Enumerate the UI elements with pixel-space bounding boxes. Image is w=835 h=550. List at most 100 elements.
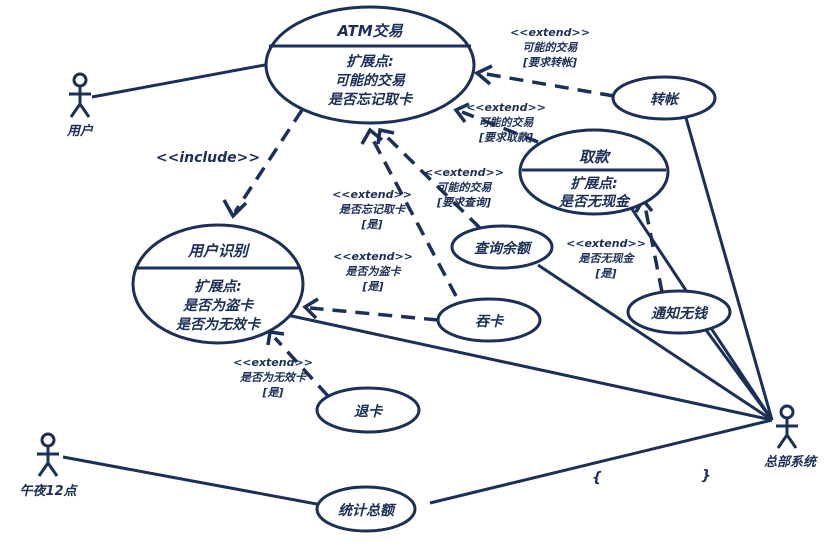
- actor-midnight-figure: [37, 432, 59, 477]
- usecase-withdraw: 取款 扩展点: 是否无现金: [518, 128, 670, 216]
- dependencies: [222, 64, 664, 398]
- actor-user-figure: [69, 72, 91, 118]
- extend-arrowhead-withdraw: [453, 102, 470, 124]
- assoc-hq-notify: [704, 329, 774, 421]
- usecase-user-identify: 用户识别 扩展点: 是否为盗卡 是否为无效卡: [131, 223, 305, 345]
- actor-hq-system: 总部系统: [764, 404, 818, 470]
- usecase-notify-no-cash: 通知无钱: [626, 289, 732, 335]
- extend-query-stereotype: <<extend>>: [424, 166, 504, 179]
- usecase-notify-ellipse: [626, 289, 732, 335]
- usecase-eject-ellipse: [315, 386, 421, 434]
- usecase-transfer-label: 转帐: [650, 91, 680, 108]
- usecase-identify-line3: 是否为无效卡: [175, 316, 262, 333]
- usecase-swallow-ellipse: [436, 297, 542, 343]
- include-line: [233, 109, 304, 213]
- actor-midnight-leg-right: [46, 462, 59, 477]
- actor-hq-leg-left: [776, 434, 789, 449]
- usecase-identify-ellipse: [131, 223, 305, 345]
- extend-nocash-stereotype: <<extend>>: [566, 237, 646, 250]
- extend-invalid-line1: 是否为无效卡: [239, 371, 308, 384]
- extend-transfer-line2: [要求转帐]: [522, 56, 577, 69]
- extend-stolen-stereotype: <<extend>>: [333, 250, 413, 263]
- extend-label-invalid: <<extend>> 是否为无效卡 [是]: [233, 356, 313, 399]
- assoc-hq-query: [537, 263, 773, 422]
- usecase-stats-label: 统计总额: [338, 502, 397, 519]
- usecase-transfer: 转帐: [611, 75, 717, 121]
- actor-user-leg-left: [69, 103, 82, 118]
- extend-label-withdraw: <<extend>> 可能的交易 [要求取款]: [466, 101, 546, 144]
- actor-hq-leg-right: [785, 434, 798, 449]
- extend-line-stolen: [309, 306, 439, 322]
- actor-hq-figure: [776, 404, 798, 449]
- usecase-query-label: 查询余额: [474, 240, 533, 257]
- include-arrowhead: [222, 199, 248, 219]
- actor-midnight-head: [40, 432, 56, 448]
- usecase-eject-label: 退卡: [354, 403, 384, 420]
- extend-query-line2: [要求查询]: [436, 196, 491, 209]
- usecase-identify-line2: 是否为盗卡: [182, 297, 255, 314]
- assoc-hq-stats: [429, 418, 773, 505]
- usecase-atm-transaction: ATM交易 扩展点: 可能的交易 是否忘记取卡: [264, 5, 476, 125]
- extend-withdraw-stereotype: <<extend>>: [466, 101, 546, 114]
- usecase-transfer-ellipse: [611, 75, 717, 121]
- actor-midnight: 午夜12点: [19, 432, 79, 499]
- extend-line-forget: [370, 137, 458, 297]
- extend-line-withdraw: [461, 110, 539, 144]
- extend-label-transfer: <<extend>> 可能的交易 [要求转帐]: [510, 26, 590, 69]
- usecase-atm-line1: 扩展点:: [346, 53, 394, 70]
- extend-label-forget: <<extend>> 是否忘记取卡 [是]: [332, 188, 412, 231]
- usecase-query-balance: 查询余额: [450, 224, 554, 270]
- extend-transfer-stereotype: <<extend>>: [510, 26, 590, 39]
- usecase-identify-title: 用户识别: [187, 242, 251, 260]
- extend-label-stolen: <<extend>> 是否为盗卡 [是]: [333, 250, 413, 293]
- usecase-swallow-card: 吞卡: [436, 297, 542, 343]
- actor-user-leg-right: [78, 103, 91, 118]
- usecase-atm-title: ATM交易: [336, 22, 403, 40]
- usecase-eject-card: 退卡: [315, 386, 421, 434]
- extend-label-nocash: <<extend>> 是否无现金 [是]: [566, 237, 646, 280]
- extend-forget-line2: [是]: [360, 218, 382, 231]
- usecase-withdraw-ellipse: [518, 128, 670, 216]
- extend-arrowhead-transfer: [473, 64, 493, 86]
- usecase-withdraw-line2: 是否无现金: [558, 193, 632, 210]
- actor-user-label: 用户: [66, 123, 94, 139]
- assoc-hq-transfer: [684, 117, 774, 421]
- extend-withdraw-line2: [要求取款]: [478, 131, 533, 144]
- usecase-atm-line3: 是否忘记取卡: [327, 91, 414, 108]
- usecase-atm-ellipse: [264, 5, 476, 125]
- extend-invalid-stereotype: <<extend>>: [233, 356, 313, 369]
- extend-line-nocash: [643, 205, 664, 293]
- usecase-query-ellipse: [450, 224, 554, 270]
- extend-query-line1: 可能的交易: [437, 181, 493, 194]
- usecase-identify-line1: 扩展点:: [194, 278, 242, 295]
- extend-transfer-line1: 可能的交易: [523, 41, 579, 54]
- actor-user-head: [72, 72, 88, 88]
- extend-nocash-line1: 是否无现金: [578, 252, 636, 265]
- usecase-atm-line2: 可能的交易: [335, 72, 406, 89]
- usecase-notify-label: 通知无钱: [651, 305, 709, 322]
- extend-withdraw-line1: 可能的交易: [479, 116, 535, 129]
- extend-stolen-line2: [是]: [361, 280, 383, 293]
- extend-line-transfer: [485, 72, 615, 98]
- extend-line-invalid: [273, 336, 330, 398]
- assoc-user-atm: [91, 62, 271, 99]
- extend-label-query: <<extend>> 可能的交易 [要求查询]: [424, 166, 504, 209]
- usecase-withdraw-title: 取款: [579, 148, 612, 166]
- include-label: <<include>>: [156, 150, 260, 166]
- assoc-hq-identify: [286, 313, 773, 422]
- usecase-stats-ellipse: [315, 485, 417, 533]
- actor-midnight-leg-left: [37, 462, 50, 477]
- extend-arrowhead-forget: [360, 127, 384, 145]
- usecase-swallow-label: 吞卡: [475, 313, 505, 330]
- actor-user: 用户: [66, 72, 94, 139]
- actor-hq-label: 总部系统: [764, 454, 818, 470]
- usecase-withdraw-line1: 扩展点:: [570, 175, 618, 192]
- stray-brace-left: {: [592, 470, 602, 486]
- actor-midnight-label: 午夜12点: [19, 483, 78, 499]
- extend-stolen-line1: 是否为盗卡: [345, 265, 403, 278]
- extend-invalid-line2: [是]: [261, 386, 283, 399]
- extend-forget-line1: 是否忘记取卡: [338, 203, 407, 216]
- usecase-total-stats: 统计总额: [315, 485, 417, 533]
